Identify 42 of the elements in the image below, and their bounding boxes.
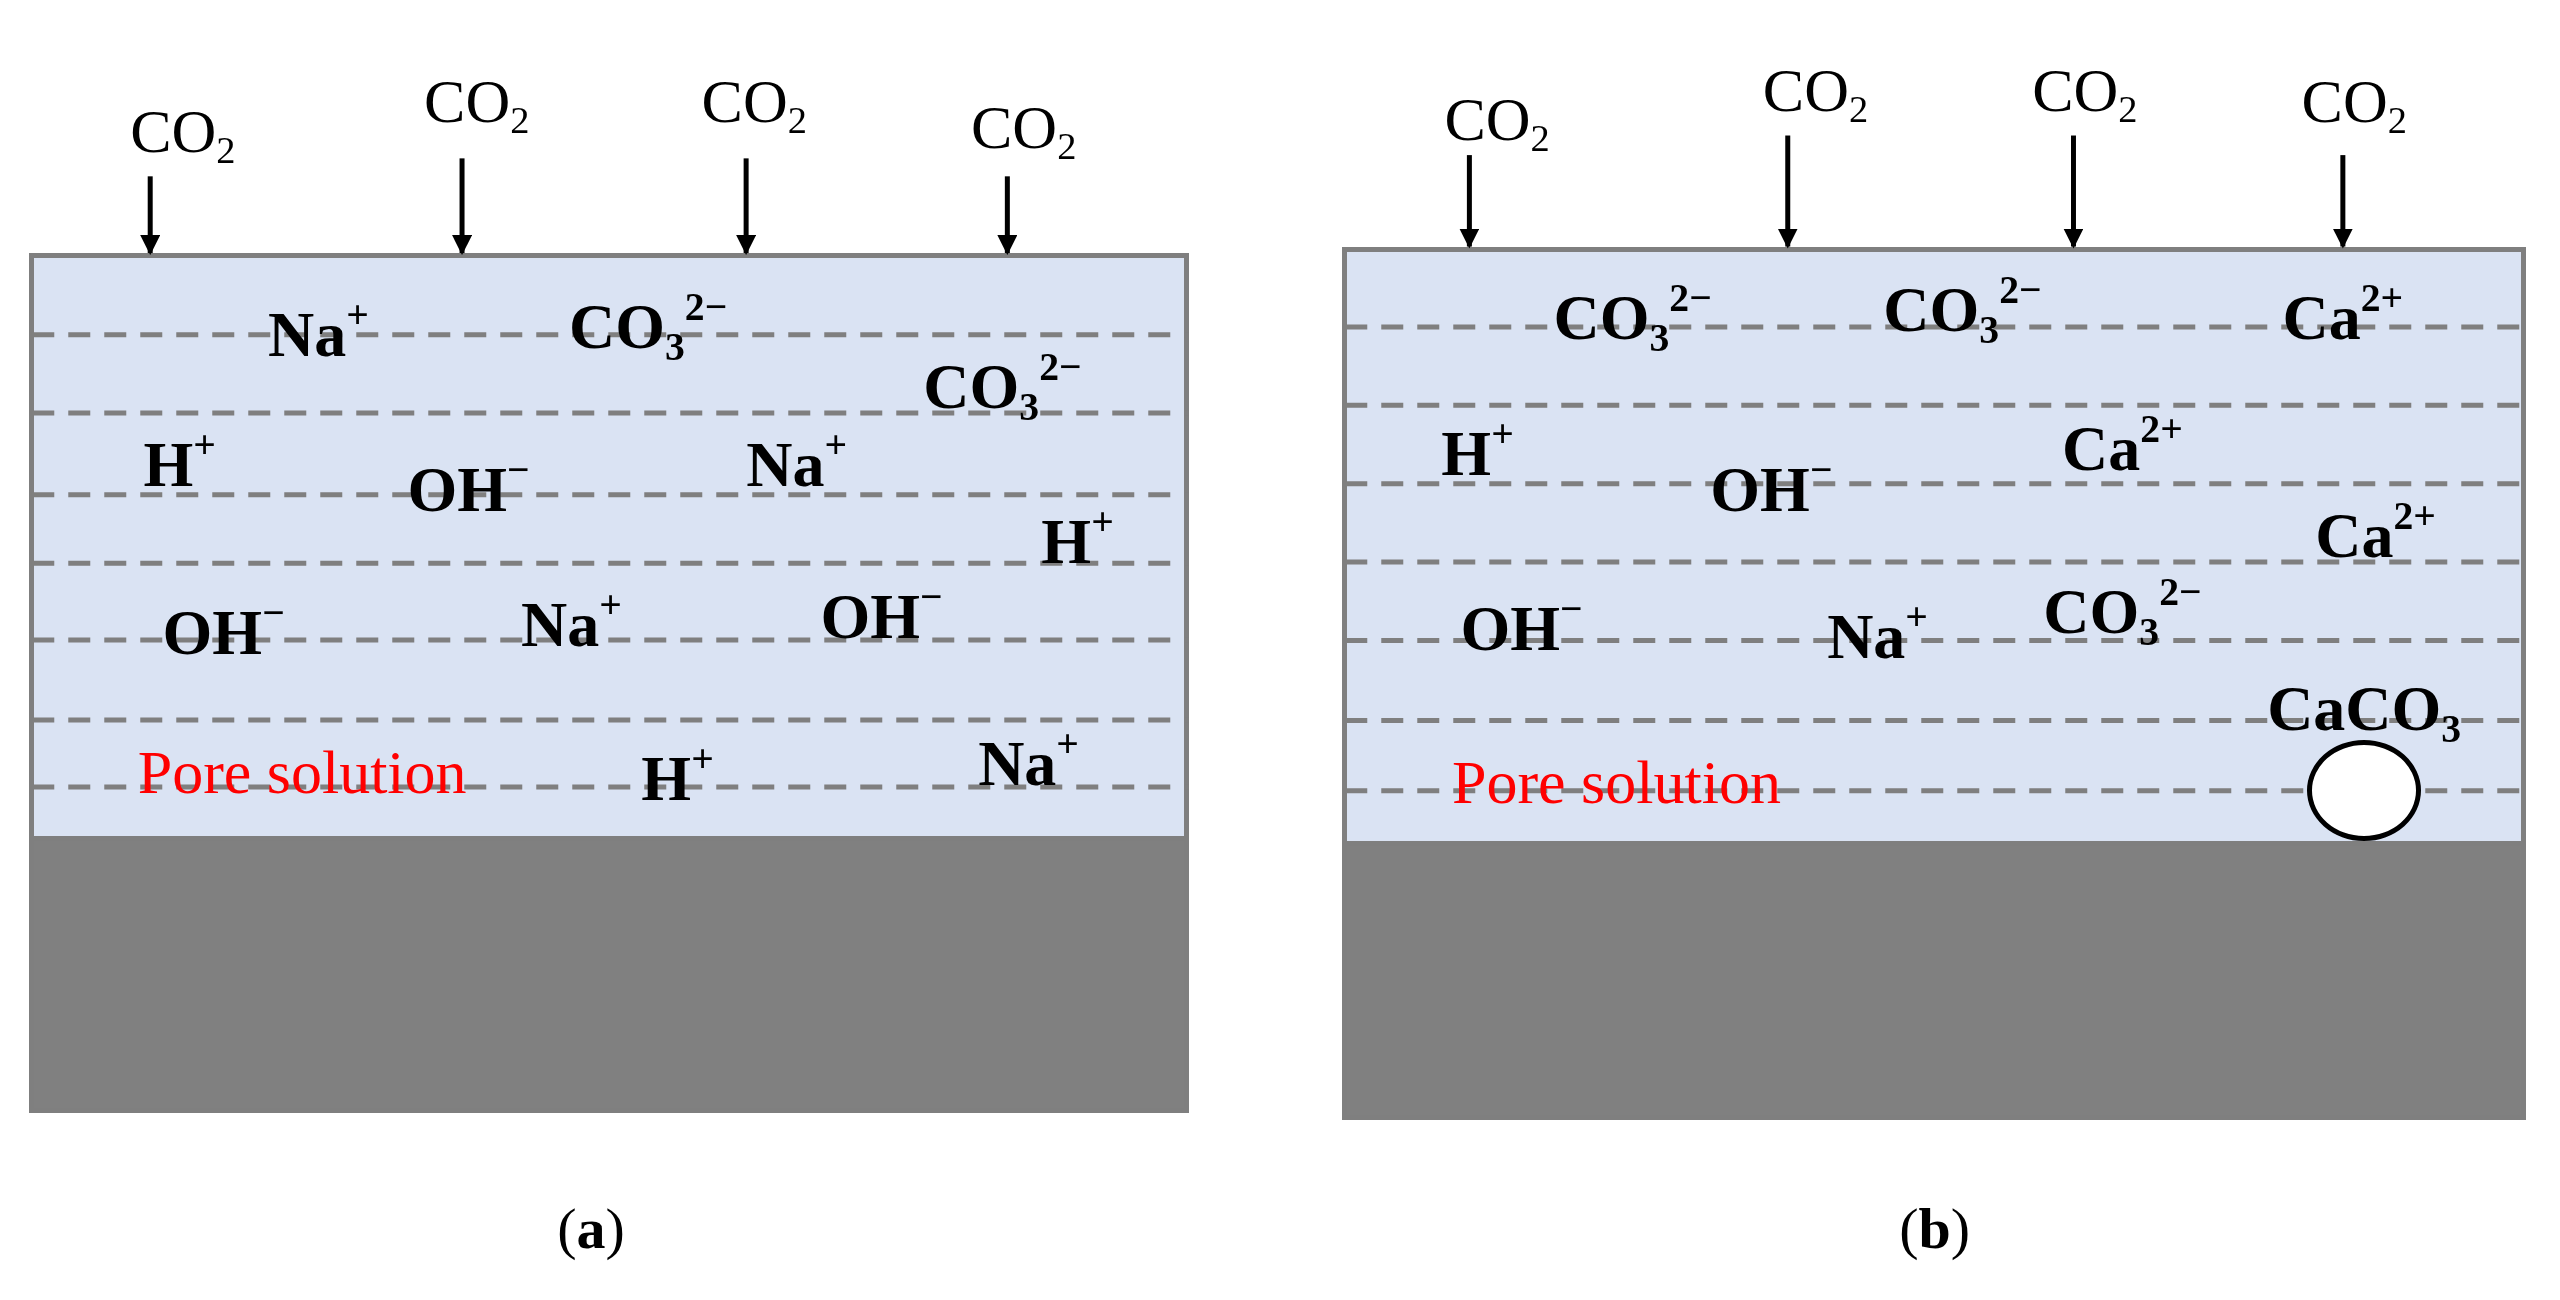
ion-label: Ca$^{2+}$ [2282, 281, 2404, 356]
ion-label: Na$^{+}$ [267, 297, 369, 372]
panel-caption: (a) [557, 1194, 625, 1262]
ion-label: OH$^{−}$ [820, 580, 943, 655]
ion-label: Na$^{+}$ [1827, 599, 1928, 674]
pore-solution-layer [1342, 246, 2526, 846]
ion-label: Na$^{+}$ [521, 588, 622, 663]
arrow [1459, 155, 1480, 249]
gas-label: CO$_{2}$ [701, 65, 807, 137]
panel-caption: (b) [1899, 1194, 1971, 1262]
layer-label: Pore solution [137, 736, 467, 808]
ion-label: OH$^{−}$ [1460, 591, 1583, 666]
ion-label: Ca$^{2+}$ [2062, 411, 2183, 486]
ion-label: Na$^{+}$ [746, 428, 848, 503]
gas-label: CO$_{2}$ [130, 95, 236, 167]
ion-label: H$^{+}$ [641, 741, 714, 816]
arrow [2063, 135, 2084, 249]
gas-label: CO$_{2}$ [971, 91, 1077, 163]
pore-solution-layer [29, 253, 1189, 841]
substrate-block [1342, 845, 2526, 1120]
substrate-block [29, 840, 1189, 1114]
layer-label: Pore solution [1451, 746, 1781, 818]
arrow [736, 158, 757, 256]
ion-label: H$^{+}$ [143, 428, 216, 503]
arrow [140, 176, 161, 256]
ion-label: Na$^{+}$ [978, 727, 1079, 802]
ion-label: Ca$^{2+}$ [2315, 498, 2436, 573]
arrow [1777, 135, 1798, 249]
gas-label: CO$_{2}$ [424, 65, 530, 137]
arrow [997, 176, 1018, 256]
gas-label: CO$_{2}$ [2032, 54, 2138, 126]
gas-label: CO$_{2}$ [1444, 83, 1550, 155]
ion-label: OH$^{−}$ [1710, 452, 1833, 527]
ion-label: OH$^{−}$ [407, 452, 530, 527]
gas-label: CO$_{2}$ [1762, 54, 1869, 126]
arrow [452, 158, 473, 256]
arrow [2332, 155, 2353, 249]
precipitate-label: CaCO$_{3}$ [2267, 671, 2462, 746]
gas-label: CO$_{2}$ [2301, 65, 2407, 137]
ion-label: H$^{+}$ [1441, 416, 1514, 491]
ion-label: H$^{+}$ [1041, 505, 1114, 580]
ion-label: OH$^{−}$ [162, 596, 285, 671]
